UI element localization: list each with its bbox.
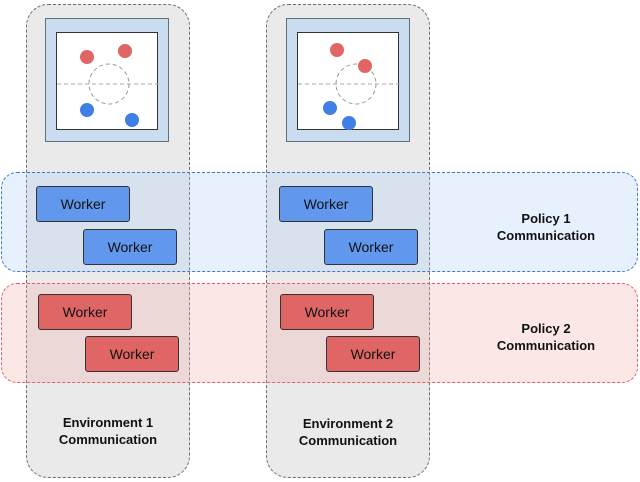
red-agent [330,43,344,57]
environment-1-arena [56,32,159,130]
policy-2-label: Policy 2 Communication [496,321,596,353]
environment-2-label: Environment 2 Communication [298,416,398,448]
blue-agent [323,101,337,115]
worker-env2-policy2-b: Worker [326,336,420,372]
environment-2-arena [297,32,400,130]
center-circle [335,63,377,105]
red-agent [358,59,372,73]
blue-agent [125,113,139,127]
worker-env2-policy2-a: Worker [280,294,374,330]
worker-env1-policy1-b: Worker [83,229,177,265]
worker-env1-policy2-b: Worker [85,336,179,372]
red-agent [80,50,94,64]
environment-1-frame [45,18,169,142]
environment-2-frame [286,18,410,142]
worker-env2-policy1-a: Worker [279,186,373,222]
policy-1-label: Policy 1 Communication [496,211,596,243]
blue-agent [80,103,94,117]
worker-env2-policy1-b: Worker [324,229,418,265]
center-circle [88,63,130,105]
worker-env1-policy1-a: Worker [36,186,130,222]
worker-env1-policy2-a: Worker [38,294,132,330]
environment-1-label: Environment 1 Communication [58,415,158,447]
red-agent [118,44,132,58]
blue-agent [342,116,356,130]
